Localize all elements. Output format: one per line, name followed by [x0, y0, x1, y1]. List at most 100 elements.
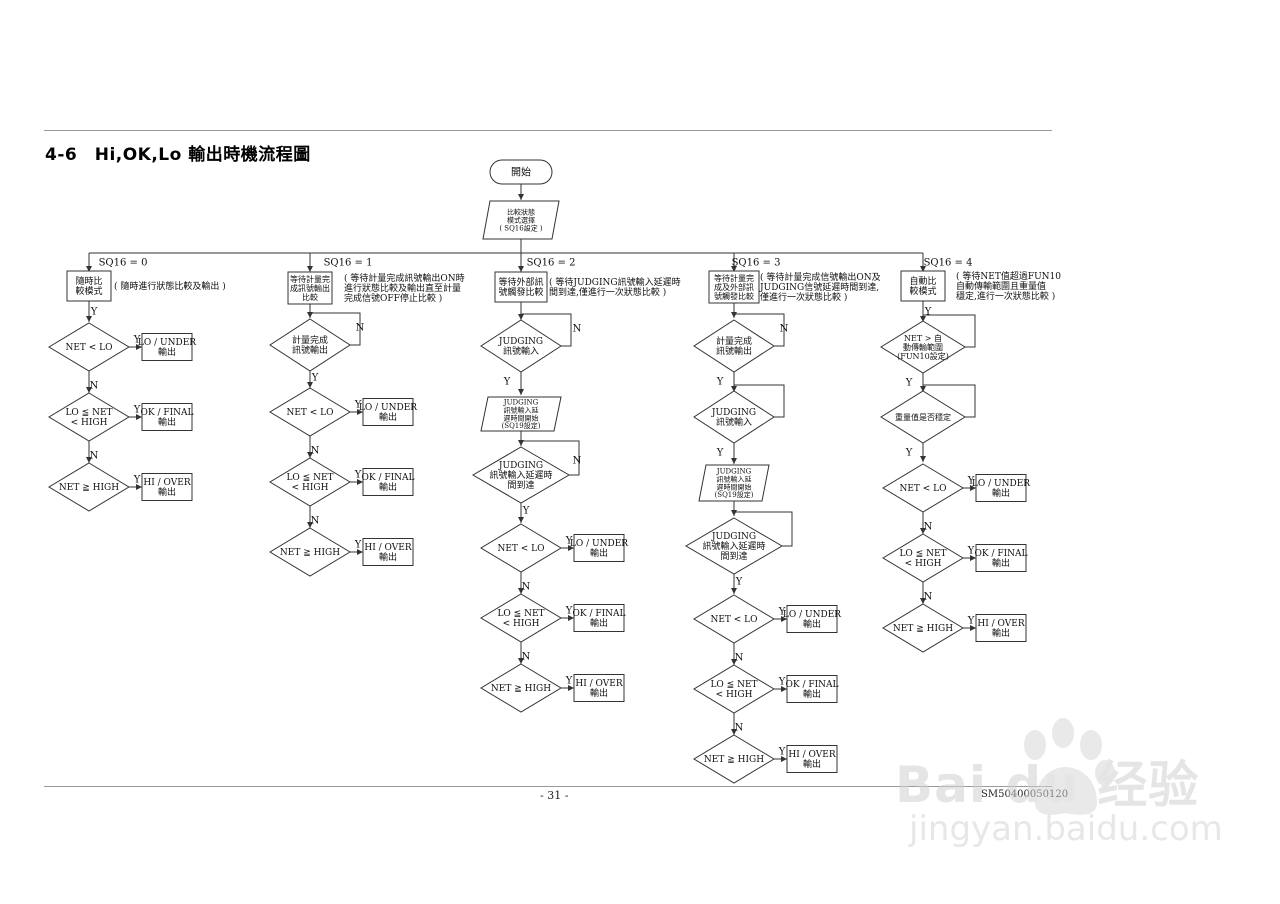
b0-compare-0-label: NET < LO: [65, 343, 112, 353]
b2-wait-2-no: N: [573, 456, 582, 467]
b0-compare-1: [48, 392, 130, 442]
b3-wait-2: [693, 390, 775, 444]
b3-yes-label-0: Y: [778, 607, 786, 618]
b1-output-1: [362, 468, 414, 496]
b0-note: ( 隨時進行狀態比較及輸出 ): [114, 280, 226, 292]
start-terminal-label: 開始: [511, 166, 531, 179]
b3-wait-3-yes: Y: [735, 577, 743, 588]
b2-output-2: [573, 674, 625, 702]
b3-wait-3-loop: [734, 511, 793, 547]
b2-compare-2-label: NET ≧ HIGH: [491, 684, 551, 694]
b3-wait-2-loop: [734, 384, 785, 418]
b2-wait-1-yes: Y: [503, 377, 511, 388]
b3-yes-label-1: Y: [778, 677, 786, 688]
b2-yes-label-1: Y: [565, 606, 573, 617]
b0-yes-label-1: Y: [133, 405, 141, 416]
b1-output-0: [362, 398, 414, 426]
b4-output-0: [975, 474, 1027, 502]
b3-wait-1-yes: Y: [716, 377, 724, 388]
b1-compare-0-label: NET < LO: [286, 408, 333, 418]
b3-output-0: [786, 605, 838, 633]
b4-wait-2-loop: [923, 384, 976, 418]
b0-no-label-0: N: [90, 381, 99, 392]
b2-wait-1: [480, 319, 562, 373]
b1-output-2: [362, 538, 414, 566]
b2-sq-label: SQ16 = 2: [527, 258, 576, 269]
b3-mode-box: [708, 270, 760, 304]
b4-wait-2: [880, 390, 966, 444]
b1-compare-1: [269, 457, 351, 507]
b3-wait-1-loop: [734, 313, 785, 347]
b4-compare-0: [882, 463, 964, 513]
b4-yes-label-1: Y: [967, 546, 975, 557]
b0-mode-box-label: 隨時比較模式: [75, 275, 102, 297]
b0-compare-2-label: NET ≧ HIGH: [59, 483, 119, 493]
b4-compare-1: [882, 533, 964, 583]
b0-output-2: [141, 473, 193, 501]
mode-select-box-label: 比較狀態模式選擇( SQ16設定 ): [499, 208, 543, 233]
watermark-brand: Bai du 经验: [895, 756, 1200, 814]
b3-wait-1-label: 計量完成訊號輸出: [716, 335, 752, 357]
b0-y-label: Y: [90, 307, 98, 318]
b0-output-1: [141, 403, 193, 431]
b2-wait-1-loop: [521, 313, 572, 347]
b4-mode-yes: Y: [924, 307, 932, 318]
b2-compare-1: [480, 593, 562, 643]
b3-compare-0: [693, 594, 775, 644]
b4-wait-2-yes: Y: [905, 448, 913, 459]
b0-compare-0: [48, 322, 130, 372]
baidu-watermark: Bai du 经验 jingyan.baidu.com: [895, 718, 1225, 865]
b2-output-0: [573, 534, 625, 562]
b2-wait-1-no: N: [573, 324, 582, 335]
b3-output-1: [786, 675, 838, 703]
b4-wait-1: [880, 320, 966, 374]
mode-select-box: [482, 200, 560, 240]
b3-wait-1: [693, 319, 775, 373]
b3-output-2: [786, 745, 838, 773]
b1-compare-1-label: LO ≦ NET< HIGH: [286, 473, 333, 493]
b2-yes-label-0: Y: [565, 536, 573, 547]
b0-sq-label: SQ16 = 0: [99, 258, 148, 269]
b0-mode-box: [66, 270, 112, 302]
b3-no-label-1: N: [735, 723, 744, 734]
b3-sq-label: SQ16 = 3: [732, 258, 781, 269]
b2-compare-2: [480, 663, 562, 713]
page-title: 4-6 Hi,OK,Lo 輸出時機流程圖: [45, 145, 311, 165]
b2-yes-label-2: Y: [565, 676, 573, 687]
b0-compare-2: [48, 462, 130, 512]
b1-yes-label-2: Y: [354, 540, 362, 551]
b1-note: ( 等待計量完成訊號輸出ON時進行狀態比較及輸出直至計量完成信號OFF停止比較 …: [344, 272, 465, 304]
top-rule: [44, 130, 1052, 131]
page-number: - 31 -: [540, 789, 569, 802]
b3-delay-box: [698, 464, 770, 502]
b2-no-label-1: N: [522, 652, 531, 663]
b2-wait-2-loop: [521, 440, 580, 476]
b0-yes-label-0: Y: [133, 335, 141, 346]
b2-compare-0: [480, 523, 562, 573]
b1-sq-label: SQ16 = 1: [324, 258, 373, 269]
b4-yes-label-0: Y: [967, 476, 975, 487]
b4-yes-label-2: Y: [967, 616, 975, 627]
b0-output-0: [141, 333, 193, 361]
b3-wait-3: [685, 517, 783, 575]
b0-compare-1-label: LO ≦ NET< HIGH: [65, 408, 112, 428]
b4-compare-0-label: NET < LO: [899, 484, 946, 494]
b3-compare-1-label: LO ≦ NET< HIGH: [710, 680, 757, 700]
b4-compare-1-label: LO ≦ NET< HIGH: [899, 549, 946, 569]
